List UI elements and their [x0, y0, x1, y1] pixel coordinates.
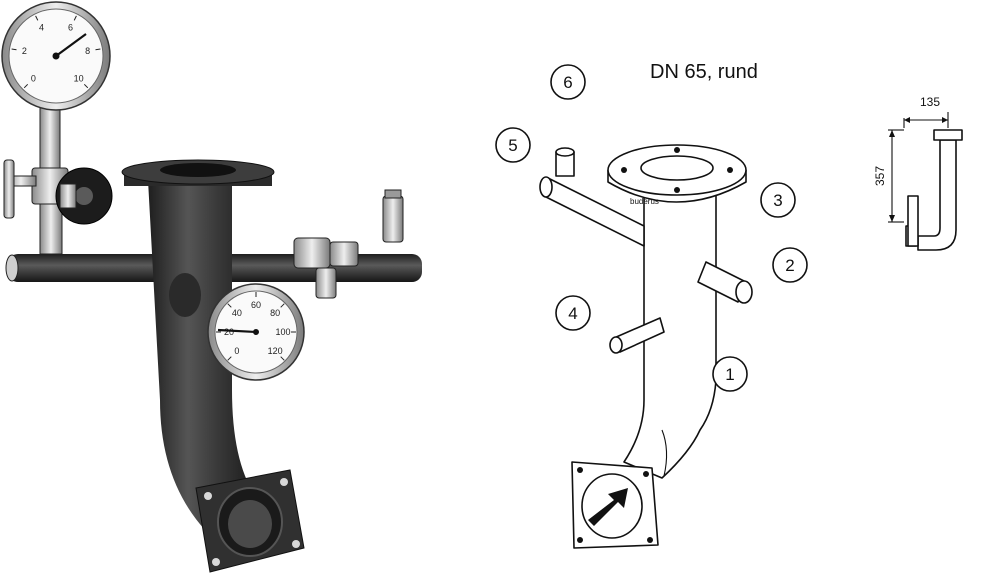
drawing-arm-5-end	[539, 176, 553, 198]
sketch-top-flange	[933, 129, 963, 141]
drawing-brand-mark: buderus	[630, 197, 659, 206]
dimension-sketch: 135 357	[873, 95, 963, 251]
drawing-stub-4-end	[609, 336, 623, 354]
thermometer-tick-label: 0	[234, 346, 239, 356]
pressure-gauge-tick-mark	[95, 48, 101, 51]
drawing-stub-2-end	[735, 280, 753, 304]
pressure-gauge-tick-label: 6	[68, 23, 73, 33]
sketch-elbow	[917, 139, 957, 251]
callout-3: 3	[760, 182, 796, 218]
pressure-gauge-tick-label: 10	[74, 74, 84, 84]
vent-cap	[384, 189, 402, 199]
dim-width-label: 135	[920, 95, 940, 109]
thermometer-tick-mark	[227, 303, 232, 308]
dim-arrow	[904, 117, 910, 123]
pressure-gauge-tick-label: 0	[31, 74, 36, 84]
pressure-gauge-tick-mark	[73, 15, 77, 21]
drawing-title: DN 65, rund	[650, 61, 758, 83]
pressure-gauge-tick-label: 2	[22, 46, 27, 56]
thermometer-pivot	[253, 329, 259, 335]
callout-5: 5	[495, 127, 531, 163]
svg-text:1: 1	[725, 365, 734, 384]
callout-1: 1	[712, 356, 748, 392]
dim-arrow	[889, 215, 895, 222]
svg-text:4: 4	[568, 304, 577, 323]
drawing-bolt-hole	[727, 167, 733, 173]
drawing-vent-nipple-top	[555, 147, 575, 157]
drawing-top-flange-bore	[640, 155, 714, 181]
thermometer-tick-mark	[280, 356, 285, 361]
pressure-gauge: 0 2 4 6 8 10	[1, 1, 111, 111]
thermometer-tick-label: 80	[270, 308, 280, 318]
pressure-gauge-tick-label: 4	[39, 23, 44, 33]
thermometer-tick-label: 40	[232, 308, 242, 318]
callout-4: 4	[555, 295, 591, 331]
test-handle	[3, 159, 15, 219]
vent-fitting	[382, 195, 404, 243]
drawing-bolt-hole	[577, 467, 583, 473]
thermometer-tick-mark	[280, 303, 285, 308]
rear-stub	[169, 273, 201, 317]
drawing-bolt-hole	[674, 187, 680, 193]
dim-arrow	[942, 117, 948, 123]
exploded-line-drawing: DN 65, rund buderus	[495, 61, 808, 549]
flange-bolt-hole	[280, 478, 288, 486]
callout-6: 6	[550, 64, 586, 100]
drawing-bolt-hole	[577, 537, 583, 543]
flange-bolt-hole	[212, 558, 220, 566]
flange-bolt-hole	[292, 540, 300, 548]
bottom-flange-inner	[228, 500, 272, 548]
valve-stem	[39, 203, 63, 255]
drawing-bolt-hole	[647, 537, 653, 543]
pressure-gauge-tick-mark	[35, 15, 39, 21]
thermometer-needle	[217, 328, 257, 334]
thermometer-tick-label: 100	[275, 327, 290, 337]
pressure-gauge-tick-mark	[83, 83, 89, 89]
handwheel-spindle	[59, 183, 77, 209]
main-pipe	[148, 180, 262, 530]
valve-fitting	[329, 241, 359, 267]
sketch-bottom-flange	[907, 195, 919, 247]
drawing-bolt-hole	[643, 471, 649, 477]
drawing-bolt-hole	[674, 147, 680, 153]
dim-height-label: 357	[873, 166, 887, 186]
callout-2: 2	[772, 247, 808, 283]
thermometer-tick-label: 60	[251, 300, 261, 310]
flow-direction-arrow	[588, 488, 628, 526]
drawing-stub-2	[697, 261, 747, 303]
drawing-bolt-hole	[621, 167, 627, 173]
top-flange-bore	[160, 163, 236, 177]
drain-fitting	[315, 267, 337, 299]
svg-text:3: 3	[773, 191, 782, 210]
thermometer: 020 40 60 80 100 120	[207, 283, 305, 381]
thermometer-tick-label: 120	[268, 346, 283, 356]
pressure-gauge-tick-mark	[23, 83, 29, 89]
pressure-gauge-tick-label: 8	[85, 46, 90, 56]
drawing-main-pipe	[623, 194, 717, 479]
drawing-pipe-shading	[661, 429, 668, 477]
gauge-stem	[39, 107, 61, 169]
handwheel-hub	[75, 187, 93, 205]
svg-text:2: 2	[785, 256, 794, 275]
thermometer-tick-mark	[227, 356, 232, 361]
svg-text:5: 5	[508, 136, 517, 155]
side-pipe-end	[5, 254, 19, 282]
gauge-pivot	[52, 52, 60, 60]
ball-valve	[293, 237, 331, 269]
flange-bolt-hole	[204, 492, 212, 500]
dim-arrow	[889, 130, 895, 137]
thermometer-tick-label: 20	[224, 327, 234, 337]
pressure-gauge-tick-mark	[11, 48, 17, 51]
gauge-needle	[55, 33, 87, 57]
svg-text:6: 6	[563, 73, 572, 92]
